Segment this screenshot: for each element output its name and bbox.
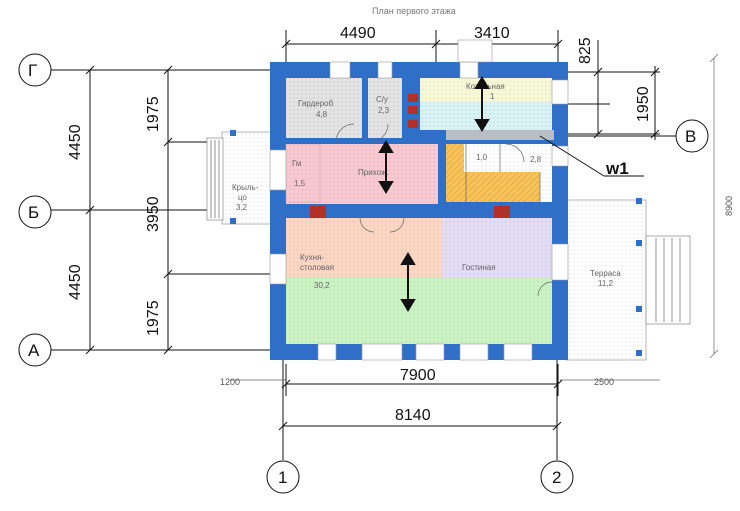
- side-dimension: 8900: [709, 53, 734, 359]
- room-porch: Крыль-: [232, 183, 259, 192]
- axis-1: 1: [278, 468, 287, 487]
- w1-callout: w1: [539, 135, 644, 178]
- porch: Крыль- цо 3,2: [206, 130, 275, 225]
- room-stair-2: 2,8: [530, 155, 542, 164]
- room-kitchen: Кухня-: [300, 253, 324, 262]
- bottom-dimensions: 7900 8140 1200 2500: [220, 364, 660, 431]
- axis-2: 2: [552, 468, 561, 487]
- dim-8140: 8140: [395, 407, 431, 424]
- room-wc-area: 2,3: [378, 106, 390, 115]
- dim-4450-top: 4450: [67, 124, 84, 160]
- room-small: Гм: [292, 159, 301, 168]
- axis-a: А: [28, 341, 40, 360]
- arrows: [378, 76, 490, 312]
- dim-825: 825: [577, 37, 594, 64]
- rooms: Гардероб 4,8 С/у 2,3 Котельная 1 Гм 1,5 …: [285, 78, 554, 344]
- room-wardrobe: Гардероб: [298, 99, 334, 108]
- dim-7900: 7900: [400, 367, 436, 384]
- terrace: Террасa 11,2: [565, 198, 691, 361]
- dim-4450-bottom: 4450: [67, 264, 84, 300]
- axis-v: В: [685, 127, 696, 146]
- plan-title: План первого этажа: [372, 6, 456, 16]
- dim-3950: 3950: [145, 196, 162, 232]
- room-kitchen-area: 30,2: [314, 281, 330, 290]
- windows: [269, 61, 569, 361]
- room-terrace: Террасa: [590, 269, 621, 278]
- vents: [310, 94, 510, 218]
- dim-1975-top: 1975: [145, 96, 162, 132]
- axis-b: Б: [28, 203, 39, 222]
- room-terrace-area: 11,2: [598, 279, 614, 288]
- room-wardrobe-area: 4,8: [316, 110, 328, 119]
- room-wc: С/у: [376, 95, 388, 104]
- top-dimension: 4490 3410: [281, 25, 563, 62]
- dim-top-left: 4490: [340, 25, 376, 42]
- right-dimensions: 825 1950: [560, 37, 660, 140]
- doors: [335, 39, 553, 297]
- dim-8900: 8900: [724, 196, 734, 216]
- room-boiler-area: 1: [490, 92, 495, 101]
- room-porch-area: 3,2: [236, 203, 248, 212]
- dim-1950: 1950: [635, 86, 652, 122]
- room-living: Гостиная: [462, 263, 496, 272]
- dim-top-right: 3410: [474, 25, 510, 42]
- axis-g: Г: [28, 61, 37, 80]
- label-w1: w1: [605, 159, 629, 178]
- room-porch-2: цо: [238, 193, 247, 202]
- dim-2500: 2500: [594, 377, 614, 387]
- room-kitchen-2: столовая: [300, 263, 334, 272]
- room-small-area: 1,5: [294, 179, 306, 188]
- dim-1200: 1200: [220, 377, 240, 387]
- room-stair-1: 1,0: [476, 153, 488, 162]
- dim-1975-bottom: 1975: [145, 300, 162, 336]
- axis-bubbles: Г Б А В 1 2: [18, 53, 709, 494]
- room-hall: Прихож.: [358, 168, 389, 177]
